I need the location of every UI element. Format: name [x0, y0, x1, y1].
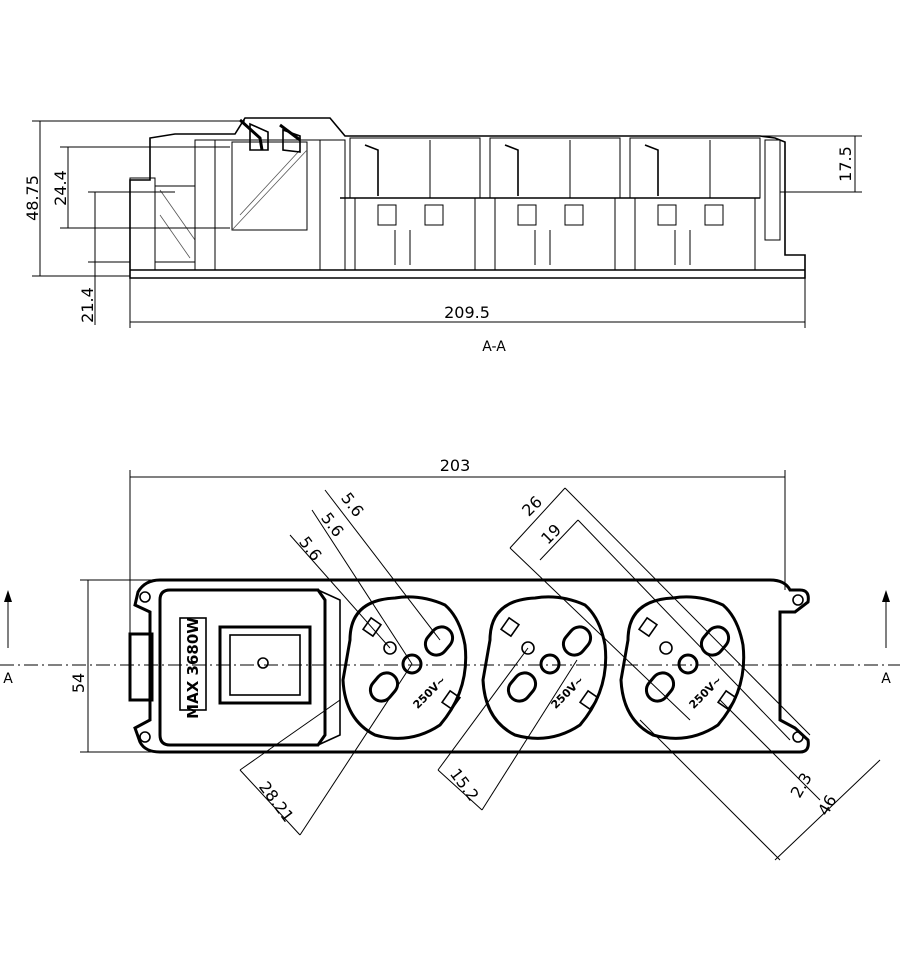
dim-label-5-6-c: 5.6: [295, 533, 325, 565]
dim-label-15-2: 15.2: [446, 765, 483, 805]
section-socket-2: [489, 137, 621, 271]
dim-inner-height: 24.4: [51, 146, 230, 229]
power-rating-label: MAX 3680W: [184, 617, 202, 719]
dim-label-203: 203: [440, 456, 471, 475]
socket-3-earth-center: [677, 653, 699, 675]
section-caption: A-A: [482, 339, 506, 355]
switch-indicator: [257, 657, 269, 669]
dim-label-17-5: 17.5: [836, 146, 855, 182]
section-view: 48.75 24.4 21.4 17.5 209.5: [23, 117, 862, 355]
socket-2-earth-center: [539, 653, 561, 675]
dim-label-54: 54: [69, 673, 88, 693]
socket-1: 250V~: [341, 595, 468, 740]
dim-label-209-5: 209.5: [444, 303, 490, 322]
mount-hole-tl: [139, 591, 151, 603]
section-arrow-right: A: [881, 590, 891, 687]
dim-pin-group: 5.6 5.6 5.6: [289, 489, 441, 665]
dim-label-28-21: 28.21: [255, 778, 298, 826]
mount-hole-tr: [792, 594, 804, 606]
dim-label-46: 46: [814, 792, 841, 819]
section-socket-1: [349, 137, 481, 271]
dim-total-height: 48.75: [23, 120, 245, 277]
dim-label-5-6-a: 5.6: [337, 489, 367, 521]
socket-1-earth-center: [401, 653, 423, 675]
dim-label-21-4: 21.4: [78, 287, 97, 323]
section-arrow-left: A: [3, 590, 13, 687]
dim-label-19: 19: [537, 520, 565, 548]
section-marker-left: A: [3, 671, 13, 687]
dim-label-26: 26: [518, 492, 546, 520]
socket-1-rating: 250V~: [411, 674, 449, 712]
dim-label-2-3: 2.3: [787, 769, 816, 801]
section-marker-right: A: [881, 671, 891, 687]
mount-hole-bl: [139, 731, 151, 743]
dim-socket-diameter: 2.3 46: [639, 699, 881, 861]
socket-2-rating: 250V~: [549, 674, 587, 712]
dim-base-height: 21.4: [78, 191, 175, 325]
dim-section-length: 209.5: [129, 278, 806, 328]
dim-top-height: 17.5: [760, 135, 862, 193]
dim-top-width: 54: [69, 579, 160, 753]
dim-top-length: 203: [129, 456, 786, 634]
dim-label-48-75: 48.75: [23, 175, 42, 221]
dim-label-24-4: 24.4: [51, 170, 70, 206]
section-socket-3: [629, 137, 761, 271]
top-view: MAX 3680W 250V~ 250V~: [0, 456, 900, 861]
socket-2: 250V~: [481, 595, 608, 740]
socket-3-rating: 250V~: [687, 674, 725, 712]
mount-hole-br: [792, 731, 804, 743]
socket-3: 250V~: [619, 595, 746, 740]
